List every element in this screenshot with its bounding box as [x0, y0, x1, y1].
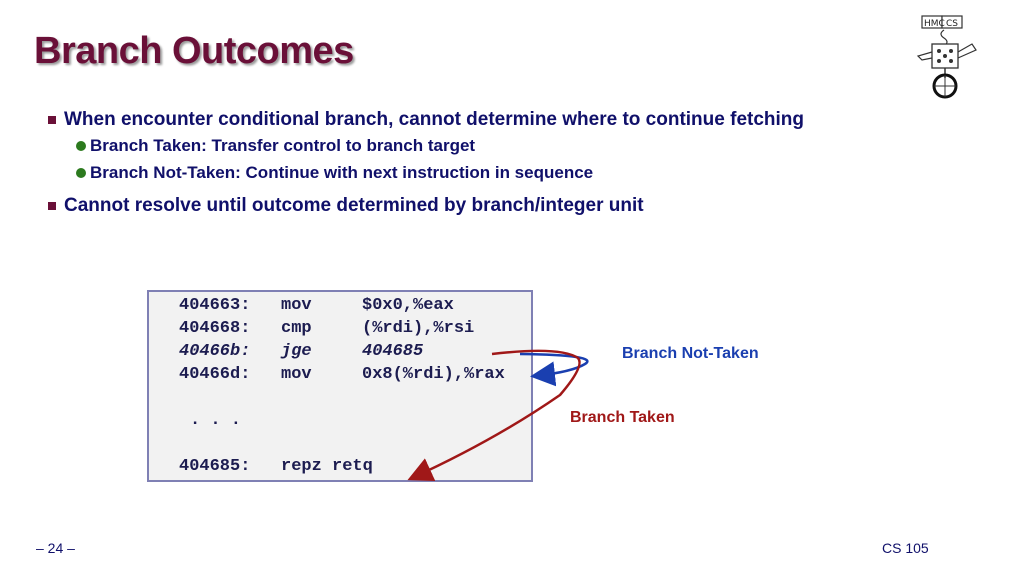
square-bullet-icon	[48, 202, 56, 210]
round-bullet-icon	[76, 168, 86, 178]
code-opcode-target: repz retq	[281, 457, 373, 476]
code-operands: $0x0,%eax	[362, 296, 454, 315]
code-opcode: mov	[281, 365, 312, 384]
code-address: 404668:	[179, 319, 251, 338]
bullet-text: Cannot resolve until outcome determined …	[64, 195, 644, 216]
code-operands-branch: 404685	[362, 342, 424, 361]
slide-title: Branch Outcomes	[34, 30, 354, 72]
round-bullet-icon	[76, 141, 86, 151]
page-number: – 24 –	[36, 540, 75, 556]
code-address-branch: 40466b:	[179, 342, 251, 361]
code-opcode-branch: jge	[281, 342, 312, 361]
code-opcode: mov	[281, 296, 312, 315]
sub-bullet-text: Branch Taken: Transfer control to branch…	[90, 136, 476, 155]
code-address: 40466d:	[179, 365, 251, 384]
code-operands: (%rdi),%rsi	[362, 319, 475, 338]
branch-not-taken-label: Branch Not-Taken	[622, 345, 759, 362]
svg-text:HMC: HMC	[924, 19, 945, 29]
hmc-cs-logo-icon: HMC CS	[916, 15, 977, 99]
code-address-target: 404685:	[179, 457, 251, 476]
bullet-text: When encounter conditional branch, canno…	[64, 109, 804, 130]
code-ellipsis: . . .	[190, 411, 242, 430]
code-opcode: cmp	[281, 319, 312, 338]
bullet-branch-fetch: When encounter conditional branch, canno…	[48, 109, 804, 131]
branch-taken-label: Branch Taken	[570, 409, 675, 426]
code-address: 404663:	[179, 296, 251, 315]
code-operands: 0x8(%rdi),%rax	[362, 365, 505, 384]
square-bullet-icon	[48, 116, 56, 124]
bullet-resolve: Cannot resolve until outcome determined …	[48, 195, 644, 217]
course-label: CS 105	[882, 540, 929, 556]
sub-bullet-branch-taken: Branch Taken: Transfer control to branch…	[76, 136, 475, 156]
sub-bullet-text: Branch Not-Taken: Continue with next ins…	[90, 163, 594, 182]
svg-text:CS: CS	[946, 19, 958, 29]
sub-bullet-branch-not-taken: Branch Not-Taken: Continue with next ins…	[76, 163, 593, 183]
